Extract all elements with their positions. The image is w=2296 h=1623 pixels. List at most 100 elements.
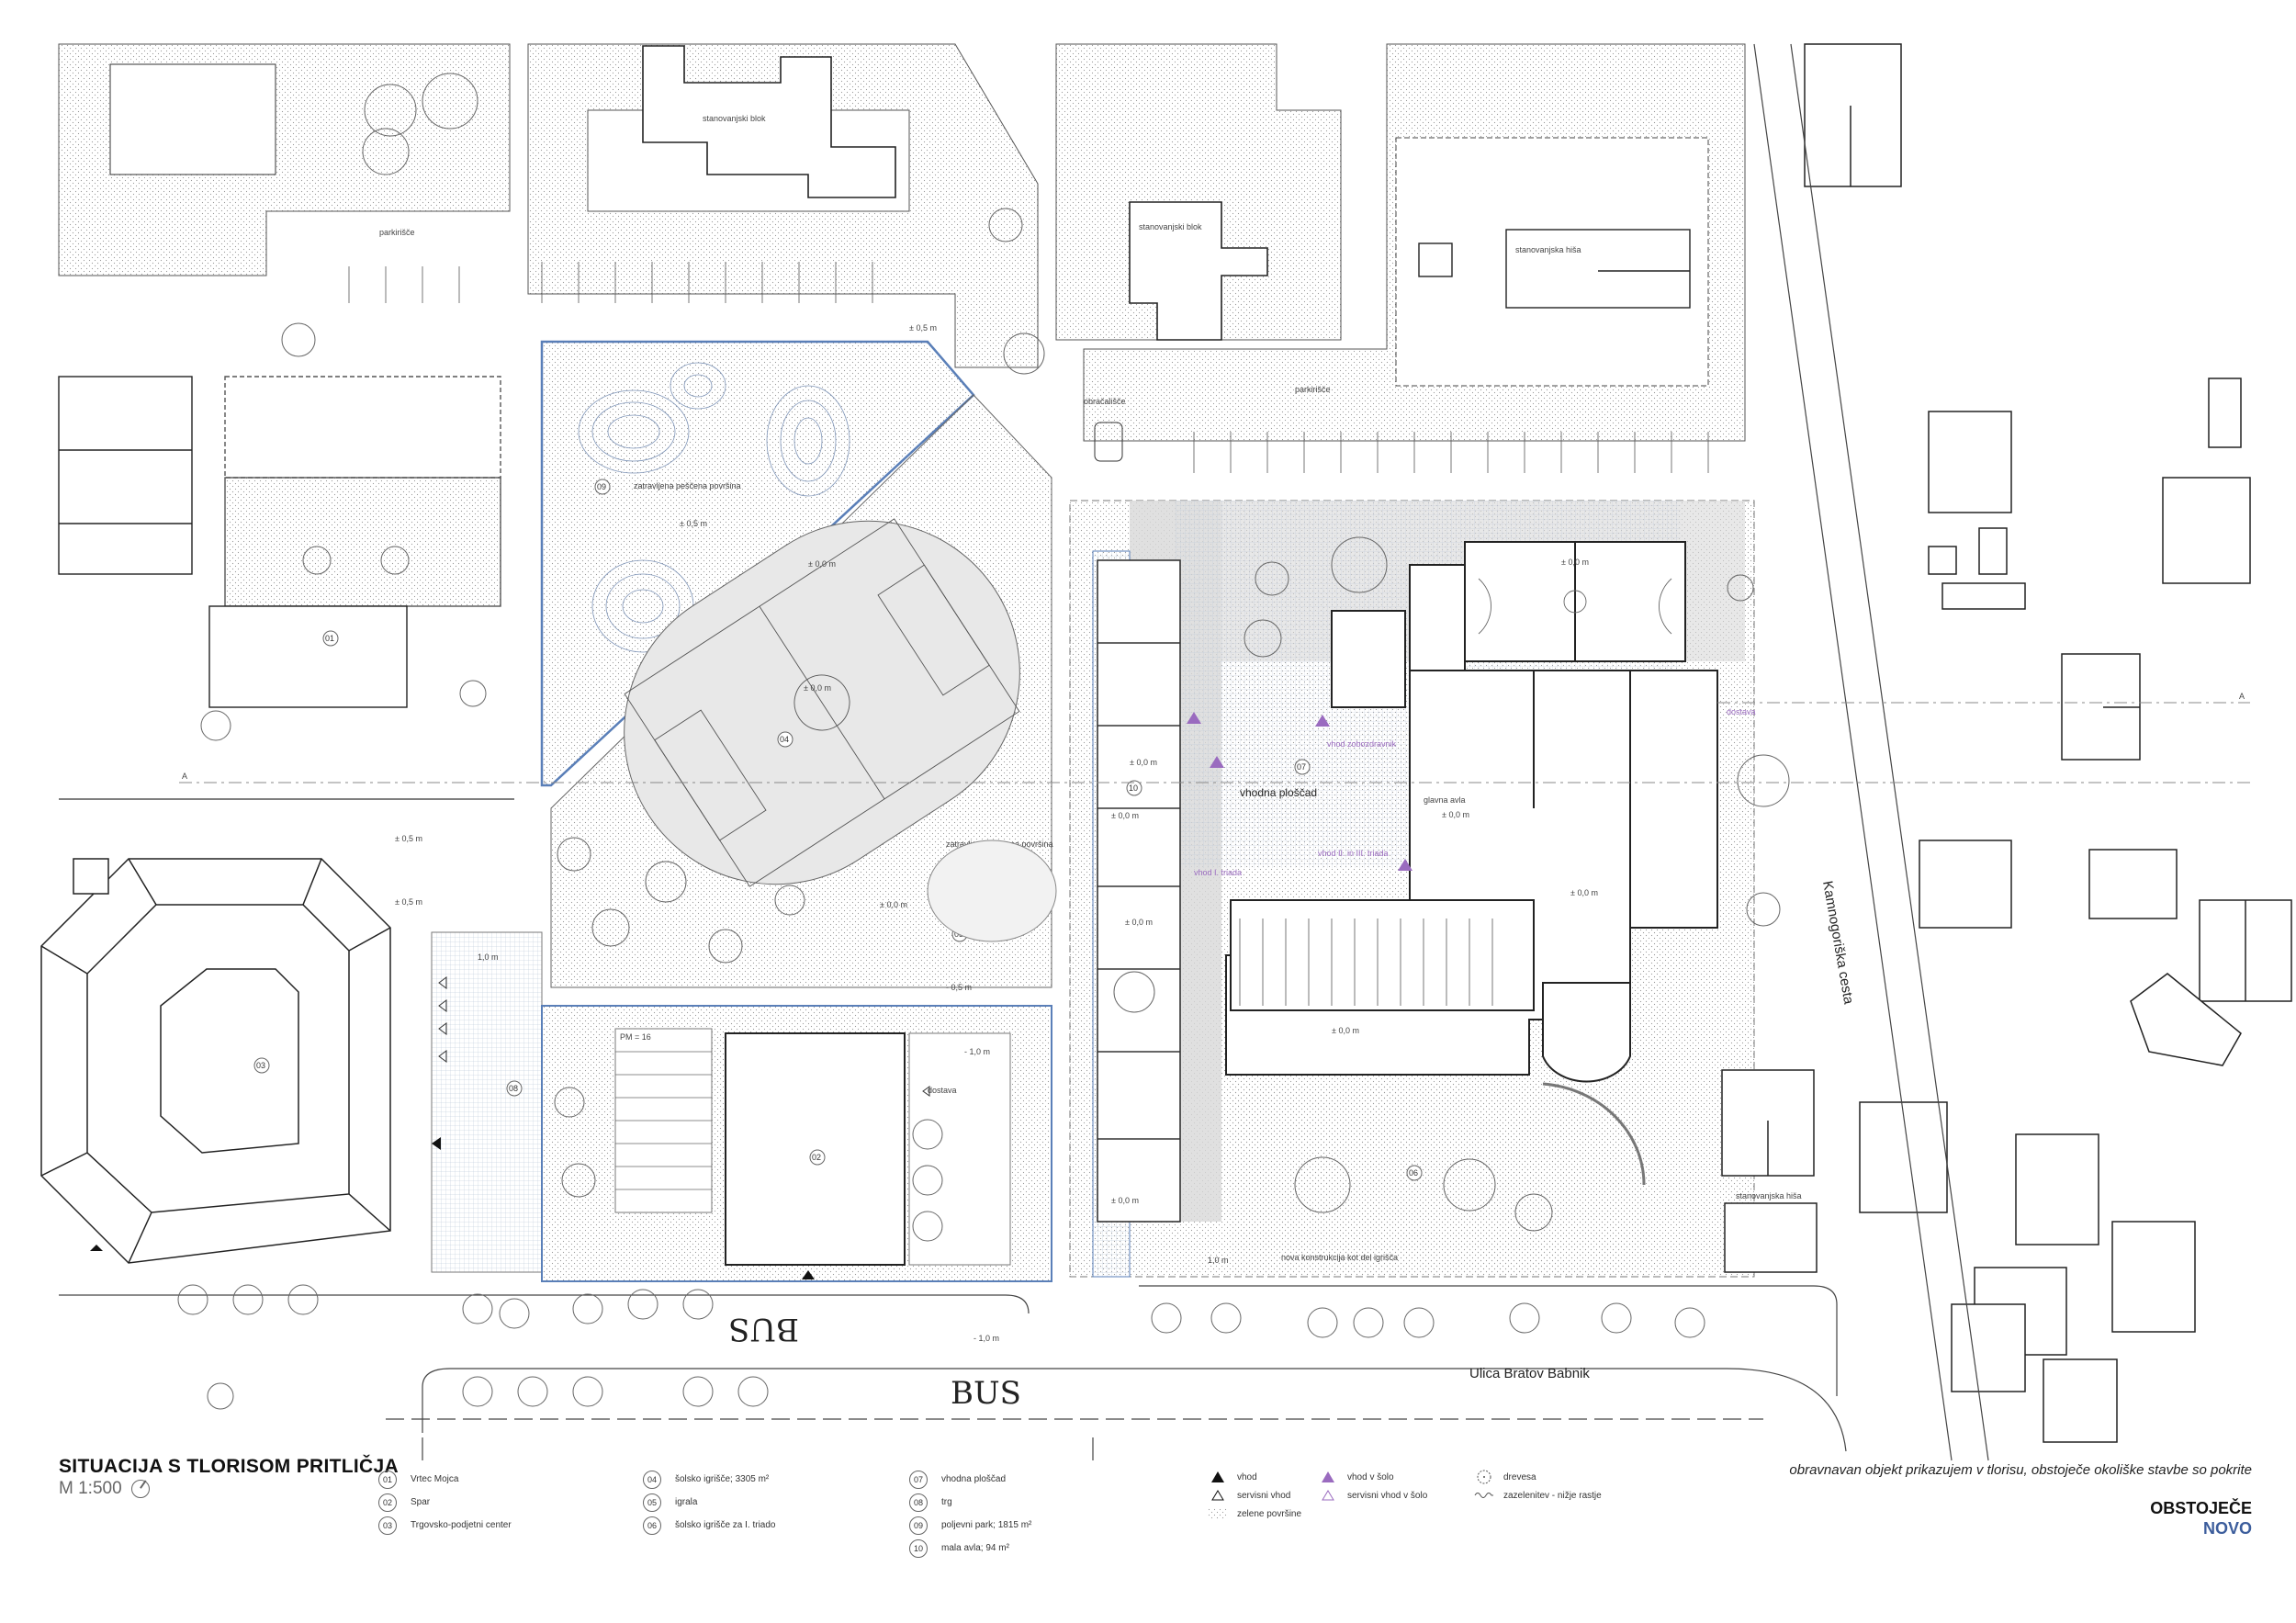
sports-field-04 xyxy=(550,394,1052,988)
label-pm16: PM = 16 xyxy=(620,1032,651,1042)
elevation-00-c: ± 0,0 m xyxy=(880,900,907,909)
elevation-00-g: ± 0,0 m xyxy=(1332,1026,1359,1035)
plan-number-04: 04 xyxy=(780,735,789,744)
entry-triangle-icon xyxy=(1208,1471,1228,1482)
label-parking-1: parkirišče xyxy=(379,228,415,237)
elevation-05-c: ± 0,5 m xyxy=(395,834,422,843)
plan-number-07: 07 xyxy=(1297,762,1306,772)
legend-label: igrala xyxy=(675,1497,698,1507)
legend-number: 06 xyxy=(643,1516,661,1535)
roads xyxy=(59,43,1989,1461)
plan-number-09: 09 xyxy=(597,482,606,491)
legend-label: Trgovsko-podjetni center xyxy=(411,1520,512,1530)
plan-number-06: 06 xyxy=(1409,1168,1418,1178)
existing-surroundings xyxy=(58,43,1746,442)
elevation-10n-a: - 1,0 m xyxy=(964,1047,990,1056)
plan-number-02: 02 xyxy=(812,1153,821,1162)
building-03-trade-center xyxy=(40,858,391,1264)
parking-stalls-top xyxy=(348,262,1709,473)
legend-label: poljevni park; 1815 m² xyxy=(941,1520,1032,1530)
residential-block-1 xyxy=(642,45,896,198)
legend-symbol-planting: zazelenitev - nižje rastje xyxy=(1474,1486,1602,1505)
elevation-00-b: ± 0,0 m xyxy=(804,683,831,693)
legend-symbols-3: drevesa zazelenitev - nižje rastje xyxy=(1474,1468,1602,1505)
dotted-area-icon xyxy=(1208,1508,1228,1519)
school-entrance-markers xyxy=(1187,712,1412,871)
right-residential-houses xyxy=(1721,43,2292,1443)
label-street-kamnogoriska: Kamnogoriška cesta xyxy=(1819,880,1856,1006)
elevation-00-i: ± 0,0 m xyxy=(1442,810,1469,819)
legend-label: vhodna ploščad xyxy=(941,1474,1007,1484)
elevation-00-f: ± 0,0 m xyxy=(1125,918,1153,927)
elevation-05-b: ± 0,5 m xyxy=(680,519,707,528)
elevation-00-e: ± 0,0 m xyxy=(1111,811,1139,820)
residential-block-2 xyxy=(1129,201,1268,341)
legend-label: zazelenitev - nižje rastje xyxy=(1503,1490,1602,1501)
label-new-structure: nova konstrukcija kot del igrišča xyxy=(1281,1253,1398,1262)
elevation-05-a: ± 0,5 m xyxy=(909,323,937,332)
square-08 xyxy=(431,931,543,1273)
turnaround-marker xyxy=(1094,422,1123,462)
school-entry-triangle-icon xyxy=(1318,1471,1338,1482)
label-residential-house-1: stanovanjska hiša xyxy=(1515,245,1581,254)
plan-number-08: 08 xyxy=(509,1084,518,1093)
legend-label: mala avla; 94 m² xyxy=(941,1543,1009,1553)
elevation-00-d: ± 0,0 m xyxy=(1130,758,1157,767)
legend-symbols-2: vhod v šolo servisni vhod v šolo xyxy=(1318,1468,1427,1505)
legend-label: Vrtec Mojca xyxy=(411,1474,459,1484)
scale-text: M 1:500 xyxy=(59,1479,122,1498)
legend-label: zelene površine xyxy=(1237,1508,1302,1519)
label-residential-house-2: stanovanjska hiša xyxy=(1736,1191,1802,1200)
legend-label: servisni vhod xyxy=(1237,1490,1291,1501)
legend-item: 09 poljevni park; 1815 m² xyxy=(909,1514,1031,1537)
elevation-10-b: 1,0 m xyxy=(1208,1256,1229,1265)
label-main-hall: glavna avla xyxy=(1424,795,1466,805)
label-bus-stop-2: BUS xyxy=(728,1311,799,1347)
legend-symbols-1: vhod servisni vhod zelene površine xyxy=(1208,1468,1301,1523)
elevation-10n-b: - 1,0 m xyxy=(974,1334,999,1343)
legend-item: 10 mala avla; 94 m² xyxy=(909,1537,1031,1560)
school-service-triangle-icon xyxy=(1318,1490,1338,1501)
legend-number: 10 xyxy=(909,1538,928,1558)
label-grass-1: zatravljena peščena površina xyxy=(634,481,741,490)
label-entrance-plaza: vhodna ploščad xyxy=(1240,786,1317,799)
existing-label: OBSTOJEČE xyxy=(2150,1499,2252,1517)
legend-symbol-green: zelene površine xyxy=(1208,1505,1301,1523)
legend-label: vhod v šolo xyxy=(1347,1471,1394,1482)
legend-symbol-service-entry: servisni vhod xyxy=(1208,1486,1301,1505)
service-entrances xyxy=(438,976,930,1097)
plan-number-03: 03 xyxy=(256,1061,265,1070)
elevation-00-k: ± 0,0 m xyxy=(1111,1196,1139,1205)
plan-title: SITUACIJA S TLORISOM PRITLIČJA xyxy=(59,1456,399,1477)
elevation-markers: ± 0,5 m ± 0,5 m ± 0,0 m ± 0,0 m ± 0,0 m … xyxy=(395,323,1598,1343)
plan-note: obravnavan objekt prikazujem v tlorisu, … xyxy=(1789,1462,2252,1478)
legend-label: Spar xyxy=(411,1497,431,1507)
legend-label: drevesa xyxy=(1503,1471,1536,1482)
plan-number-01: 01 xyxy=(325,634,334,643)
legend-number: 04 xyxy=(643,1470,661,1489)
elevation-00-j: ± 0,0 m xyxy=(1570,888,1598,897)
legend-symbol-entry: vhod xyxy=(1208,1468,1301,1486)
playground-area xyxy=(927,840,1057,942)
legend-item: 05 igrala xyxy=(643,1491,776,1514)
label-street-bratov-babnik: Ulica Bratov Babnik xyxy=(1469,1366,1590,1381)
spar-area xyxy=(541,1005,1052,1282)
legend-number: 05 xyxy=(643,1493,661,1512)
residential-house-1 xyxy=(1418,229,1691,309)
section-marker-right: A xyxy=(2239,692,2245,701)
label-residential-block-2: stanovanjski blok xyxy=(1139,222,1202,231)
legend-symbol-school-entry: vhod v šolo xyxy=(1318,1468,1427,1486)
legend-number: 08 xyxy=(909,1493,928,1512)
legend-number: 03 xyxy=(378,1516,397,1535)
legend-number: 09 xyxy=(909,1516,928,1535)
elevation-05n: - 0,5 m xyxy=(946,983,972,992)
tree-icon xyxy=(1474,1470,1494,1484)
label-bus-stop-1: BUS xyxy=(951,1375,1021,1412)
label-delivery-1: dostava xyxy=(928,1086,957,1095)
label-turnaround: obračališče xyxy=(1084,397,1126,406)
